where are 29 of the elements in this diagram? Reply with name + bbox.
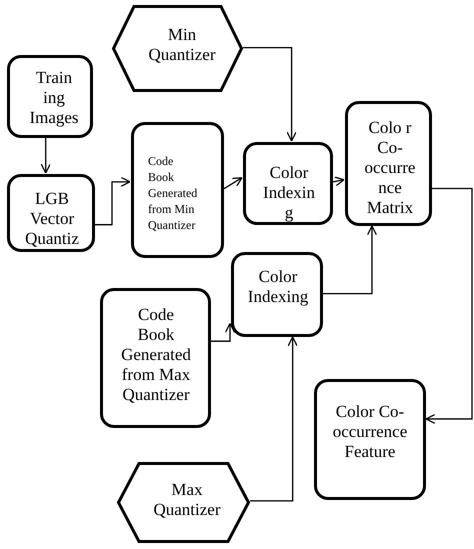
process-box [100,288,211,428]
arrow [425,188,473,424]
node-label: Code Book Generated from Min Quantizer [148,153,198,233]
arrow [250,336,298,502]
arrow [243,46,297,142]
node-label: Color Indexin g [262,163,316,223]
node-label: Color Co- occurrence Feature [332,402,408,462]
arrow [323,225,378,294]
arrow [332,176,345,186]
arrow [95,176,131,226]
node-label: Code Book Generated from Max Quantizer [120,305,192,405]
hexagon-node [112,5,243,92]
node-label: Train ing Images [28,68,80,128]
arrow [40,138,51,174]
node-label: Color Indexing [246,267,310,307]
node-label: Max Quantizer [152,480,222,520]
process-box [243,142,333,225]
hexagon-node [117,462,250,543]
process-box [345,101,432,226]
node-label: LGB Vector Quantiz [24,189,80,249]
process-box [7,55,93,138]
process-box [314,379,426,500]
arrow [224,177,243,190]
node-label: Colo r Co- occurre nce Matrix [364,118,416,218]
process-box [231,252,323,337]
process-box [131,122,224,258]
node-label: Min Quantizer [147,25,217,65]
process-box [7,174,95,252]
arrow [211,322,236,342]
